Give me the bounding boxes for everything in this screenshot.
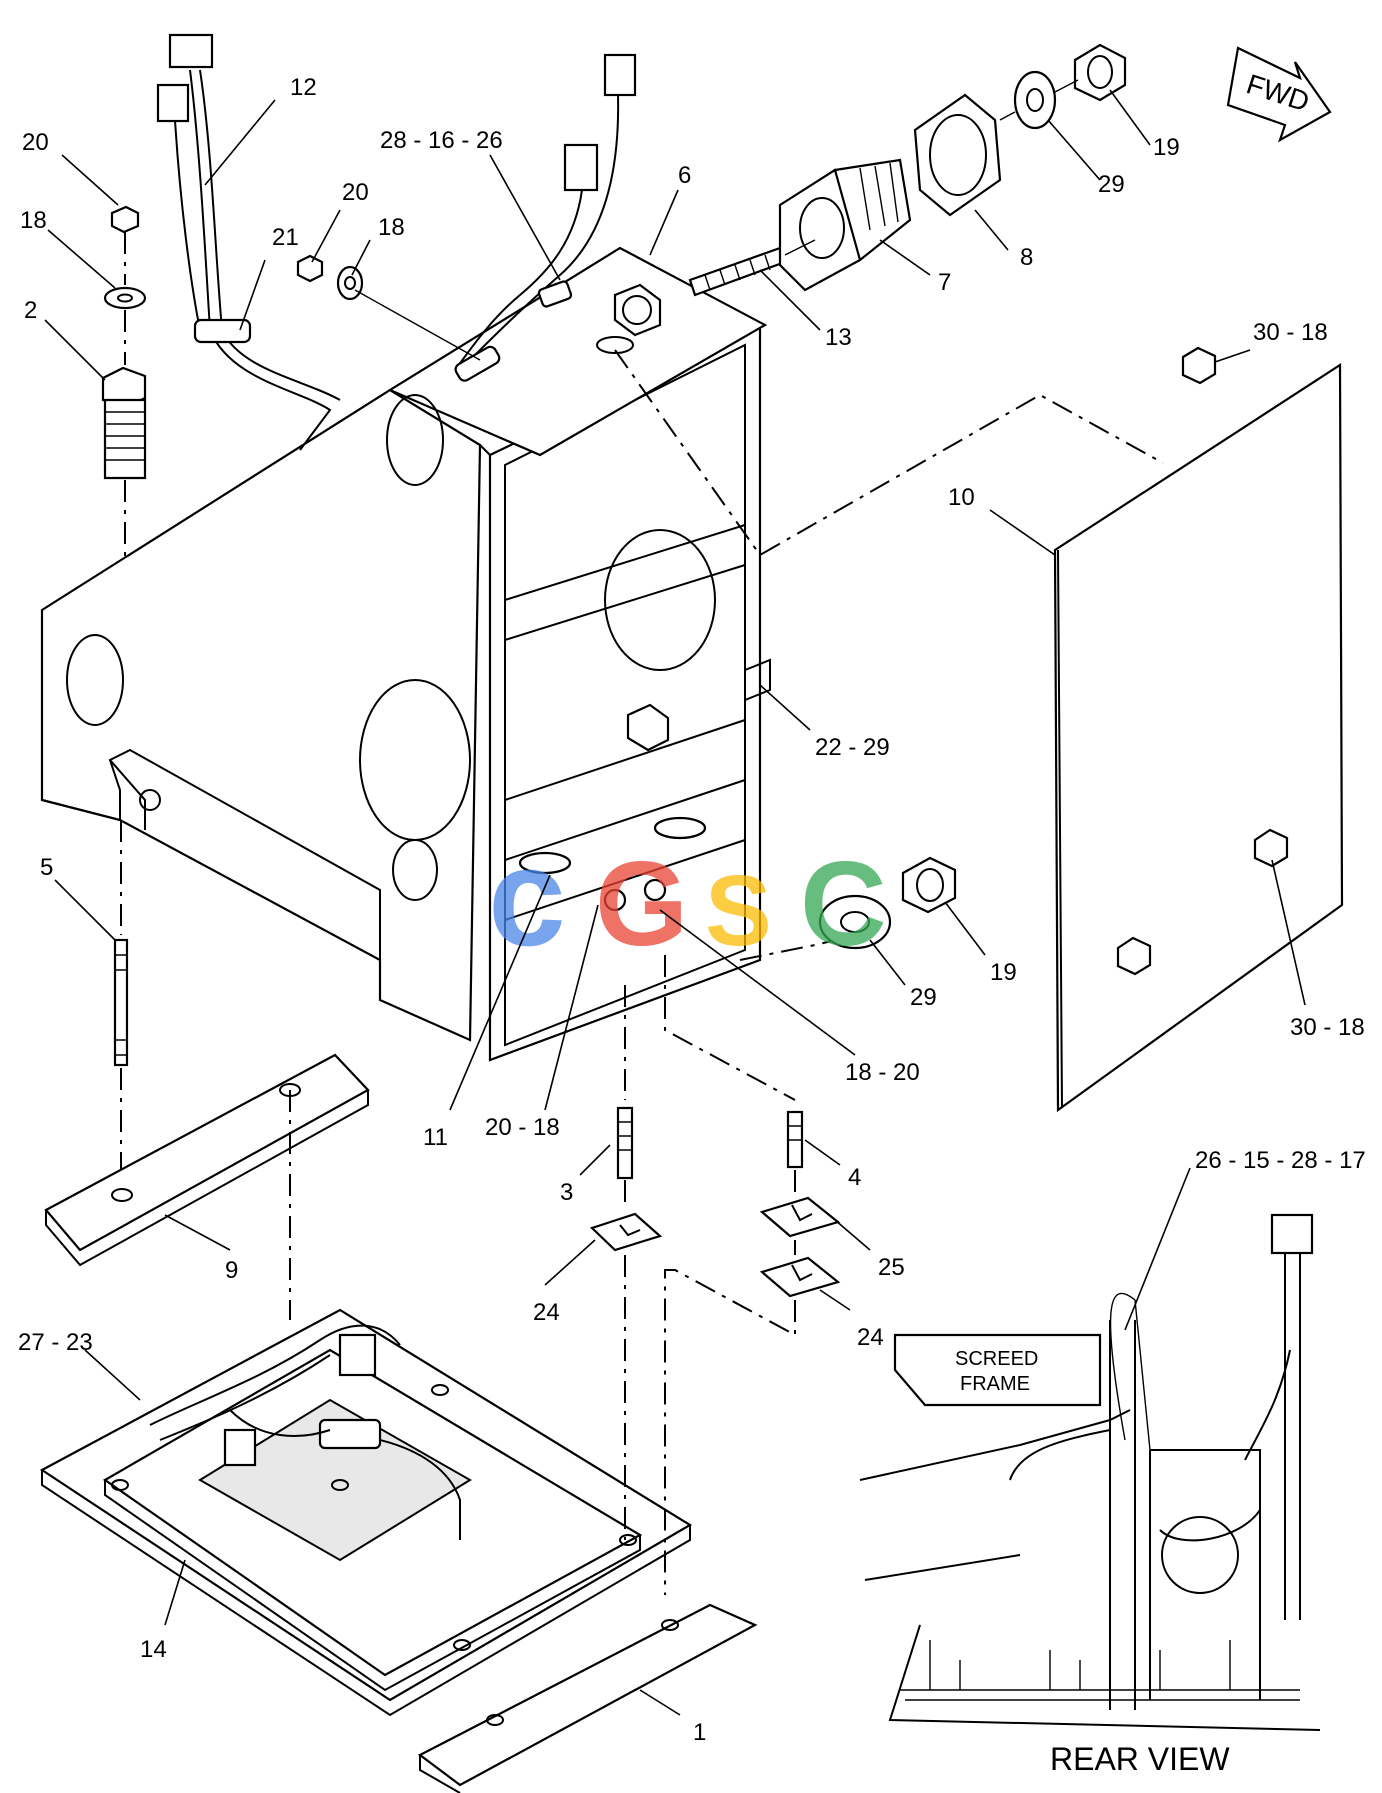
callout-14: 14: [140, 1636, 167, 1663]
callout-8: 8: [1020, 244, 1033, 271]
bulkhead-7: [778, 158, 912, 292]
callout-29: 29: [1098, 171, 1125, 198]
callout-22-29: 22 - 29: [815, 734, 890, 761]
watermark-letter: G: [595, 837, 688, 971]
callout-20: 20: [342, 179, 369, 206]
watermark: c G S C: [488, 818, 887, 975]
bolt-30-18-top: [1181, 346, 1217, 385]
callout-13: 13: [825, 324, 852, 351]
callout-11: 11: [423, 1124, 448, 1151]
nut-20-mid: [296, 254, 324, 283]
callout-12: 12: [290, 74, 317, 101]
washer-29-mid: [818, 894, 892, 950]
stud-3: [616, 1106, 634, 1180]
callout-4: 4: [848, 1164, 861, 1191]
stud-13: [688, 246, 787, 297]
screed-note-line2: FRAME: [960, 1373, 1030, 1395]
callout-26-15-28-17: 26 - 15 - 28 - 17: [1195, 1147, 1366, 1174]
nut-20-left: [110, 205, 140, 234]
assembly-line-stud4: [664, 955, 796, 1595]
callout-18: 18: [378, 214, 405, 241]
bolt-30-18-left: [1116, 936, 1152, 976]
fitting-2: [101, 366, 147, 480]
stud-5: [113, 938, 129, 1067]
callout-7: 7: [938, 269, 951, 296]
nut-19-top: [1073, 43, 1127, 102]
axis-line-top: [784, 79, 1079, 256]
callout-labels: 20 18 2 12 21 20 18 28 - 16 - 26 6 13 7 …: [18, 74, 1366, 1746]
callout-20-18: 20 - 18: [485, 1114, 560, 1141]
bolt-head: [613, 283, 662, 337]
callout-27-23: 27 - 23: [18, 1329, 93, 1356]
module-14: [39, 1308, 693, 1717]
washer-18-left: [103, 286, 147, 310]
bolt-head: [626, 703, 670, 752]
callout-6: 6: [678, 162, 691, 189]
bar-1: [417, 1603, 758, 1793]
washer-24b: [759, 1256, 841, 1298]
washer-18-mid: [336, 265, 364, 301]
callout-30-18: 30 - 18: [1290, 1014, 1365, 1041]
callout-19: 19: [1153, 134, 1180, 161]
callout-20: 20: [22, 129, 49, 156]
stud-4: [786, 1110, 804, 1169]
fwd-arrow: FWD: [1226, 46, 1332, 143]
wire-harness-top: [454, 53, 637, 382]
bolt-30-18-right: [1253, 828, 1289, 868]
rear-view-inset: SCREED FRAME REAR VIEW: [859, 1213, 1321, 1777]
washer-29-top: [1013, 70, 1057, 130]
callout-9: 9: [225, 1257, 238, 1284]
callout-30-18: 30 - 18: [1253, 319, 1328, 346]
washer-24a: [589, 1212, 663, 1252]
callout-2: 2: [24, 297, 37, 324]
nut-19-mid: [901, 856, 957, 914]
callout-28-16-26: 28 - 16 - 26: [380, 127, 503, 154]
watermark-letter: C: [800, 837, 887, 971]
watermark-letter: c: [488, 818, 566, 975]
callout-18: 18: [20, 207, 47, 234]
callout-29: 29: [910, 984, 937, 1011]
screed-frame-note-box: [893, 1333, 1102, 1407]
callout-10: 10: [948, 484, 975, 511]
callout-1: 1: [693, 1719, 706, 1746]
washer-25: [759, 1196, 841, 1238]
nut-8: [913, 93, 1002, 217]
callout-21: 21: [272, 224, 299, 251]
callout-25: 25: [878, 1254, 905, 1281]
callout-3: 3: [560, 1179, 573, 1206]
main-bracket: [40, 246, 771, 1062]
callout-5: 5: [40, 854, 53, 881]
callout-19: 19: [990, 959, 1017, 986]
callout-24: 24: [857, 1324, 884, 1351]
screed-note-line1: SCREED: [955, 1348, 1038, 1370]
axis-line-20-18: [354, 289, 481, 361]
callout-18-20: 18 - 20: [845, 1059, 920, 1086]
wire-harness-12: [156, 33, 341, 451]
rear-view-title: REAR VIEW: [1050, 1741, 1230, 1777]
plate-9: [44, 1053, 370, 1267]
leader-lines: [44, 89, 1306, 1716]
cover-plate-10: [1053, 346, 1344, 1113]
callout-24: 24: [533, 1299, 560, 1326]
watermark-letter: S: [705, 855, 772, 967]
